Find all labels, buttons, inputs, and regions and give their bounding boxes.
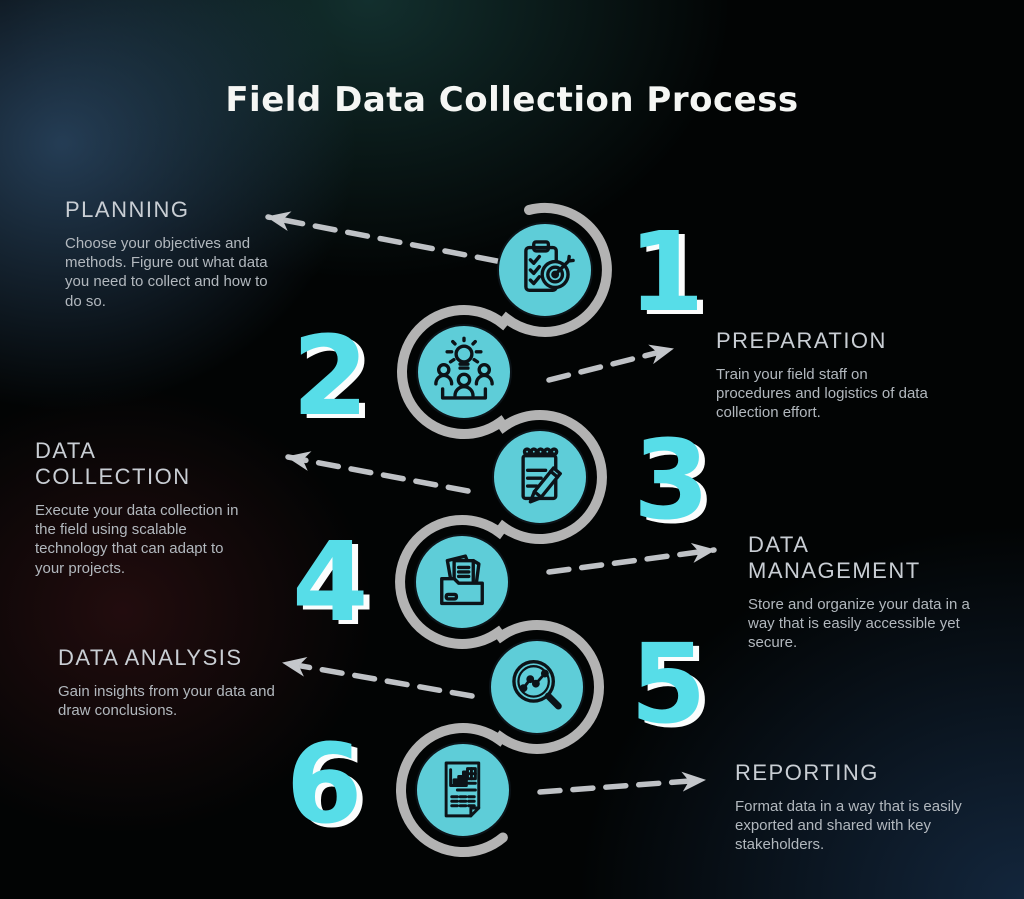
step-3-icon-circle <box>492 429 588 525</box>
step-1-description: Choose your objectives and methods. Figu… <box>65 235 268 310</box>
step-block-data-analysis: DATA ANALYSIS Gain insights from your da… <box>58 645 294 720</box>
step-2-number: 2 <box>292 312 369 440</box>
arrow-to-data-management <box>546 542 717 575</box>
step-5-description: Gain insights from your data and draw co… <box>58 683 275 720</box>
step-block-preparation: PREPARATION Train your field staff on pr… <box>716 328 944 423</box>
step-6-icon-circle <box>415 742 511 838</box>
step-1-label: PLANNING <box>65 197 190 222</box>
clipboard-target-icon <box>524 240 575 292</box>
step-1-icon-circle <box>497 222 593 318</box>
step-2-icon-circle <box>416 324 512 420</box>
infographic-title: Field Data Collection Process <box>225 80 799 120</box>
folder-documents-icon <box>440 554 484 606</box>
step-block-reporting: REPORTING Format data in a way that is e… <box>735 760 963 855</box>
step-5-label: DATA ANALYSIS <box>58 645 243 670</box>
step-3-number: 3 <box>633 416 710 544</box>
step-4-description: Store and organize your data in a way th… <box>748 596 970 652</box>
magnifier-chart-icon <box>512 660 562 710</box>
report-chart-icon <box>444 761 481 818</box>
step-3-description: Execute your data collection in the fiel… <box>35 502 239 577</box>
arrow-to-preparation <box>546 344 675 383</box>
step-5-number: 5 <box>630 620 707 748</box>
step-6-description: Format data in a way that is easily expo… <box>735 798 962 854</box>
step-block-data-management: DATA MANAGEMENT Store and organize your … <box>748 532 980 653</box>
step-6-number: 6 <box>286 720 363 848</box>
step-block-planning: PLANNING Choose your objectives and meth… <box>65 197 283 311</box>
step-block-data-collection: DATA COLLECTION Execute your data collec… <box>35 438 255 578</box>
step-2-label: PREPARATION <box>716 328 887 353</box>
team-idea-icon <box>434 336 494 400</box>
serpentine-path <box>395 203 612 858</box>
step-5-icon-circle <box>489 639 585 735</box>
arrow-to-data-collection <box>285 451 471 494</box>
arrow-to-reporting <box>537 771 707 795</box>
step-2-description: Train your field staff on procedures and… <box>716 366 928 422</box>
step-4-number: 4 <box>292 518 369 646</box>
step-4-label: DATA MANAGEMENT <box>748 532 921 583</box>
step-1-number: 1 <box>628 208 705 336</box>
notepad-pencil-icon <box>521 447 562 504</box>
step-4-icon-circle <box>414 534 510 630</box>
arrow-to-planning <box>265 211 500 264</box>
arrow-to-data-analysis <box>281 656 475 699</box>
step-3-label: DATA COLLECTION <box>35 438 191 489</box>
step-6-label: REPORTING <box>735 760 879 785</box>
